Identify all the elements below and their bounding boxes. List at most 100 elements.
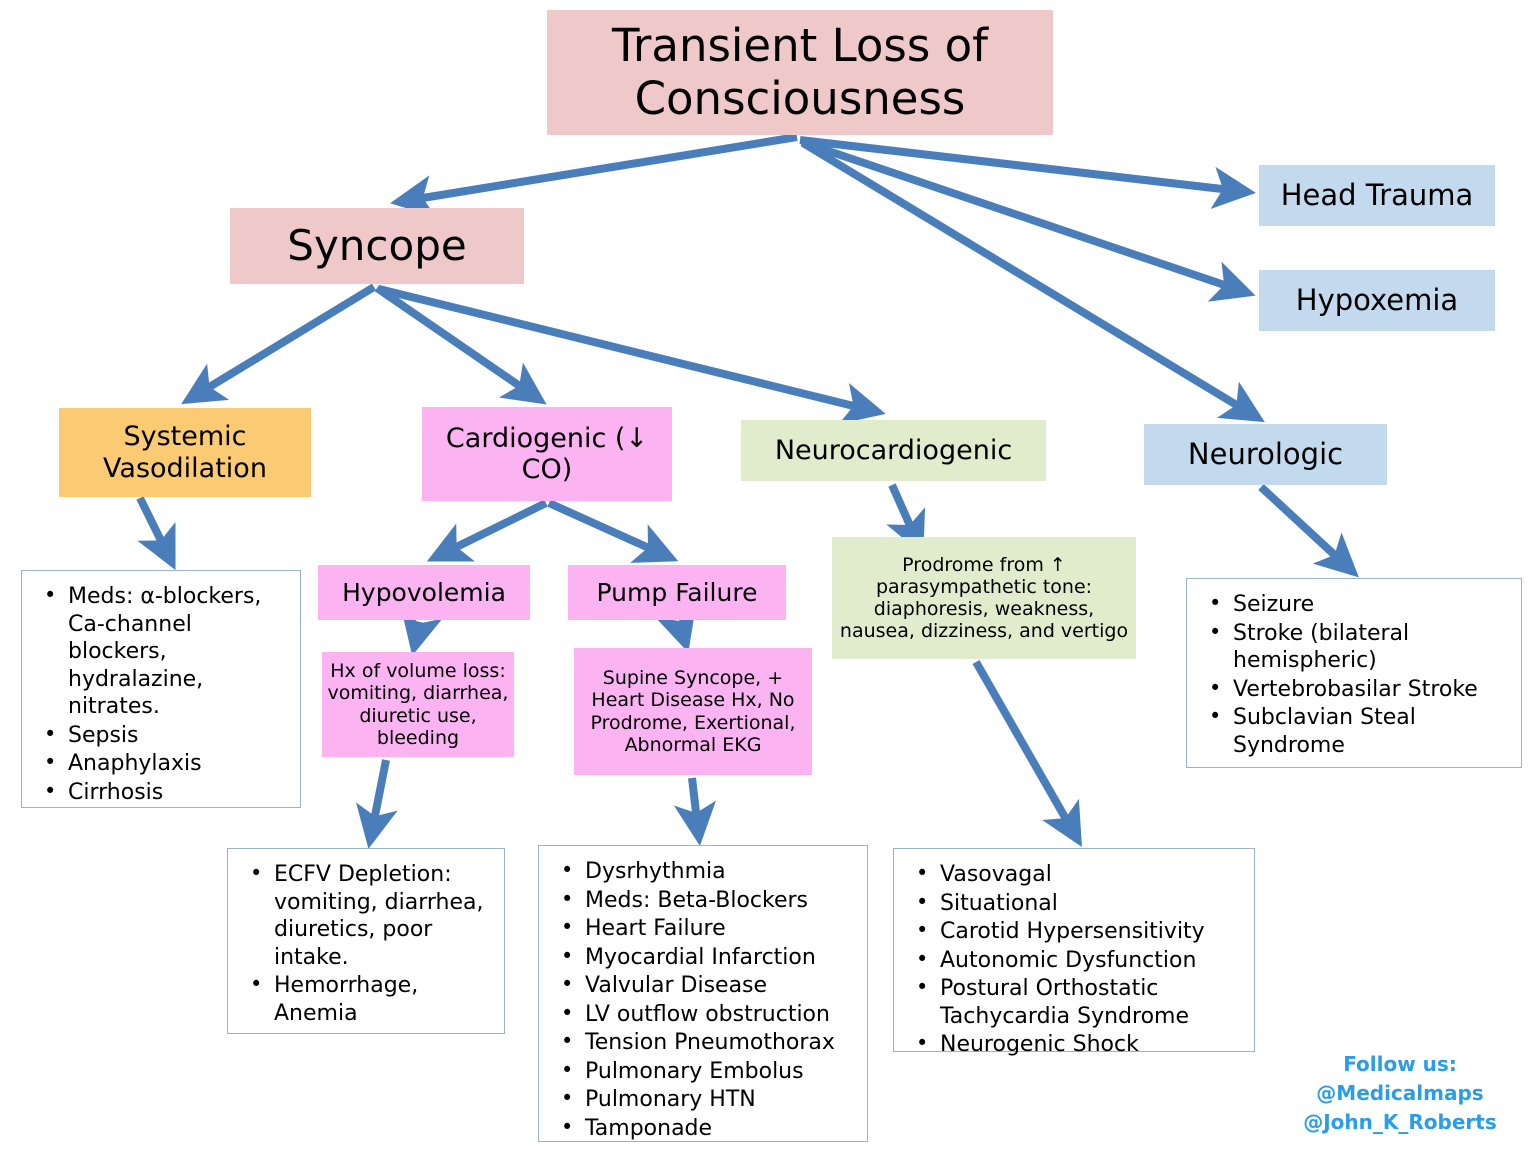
list-item-label: Heart Failure [585,916,726,941]
list: •Seizure•Stroke (bilateral hemispheric)•… [1199,591,1511,759]
list-item-label: Carotid Hypersensitivity [940,919,1205,944]
list-item: •Sepsis [34,722,290,750]
list-item: • Neurogenic Shock [906,1031,1244,1059]
node-head-trauma[interactable]: Head Trauma [1259,165,1495,226]
node-label: Neurologic [1187,436,1344,471]
list-item-label: Valvular Disease [585,973,768,998]
node-syncope[interactable]: Syncope [230,208,524,284]
list-item-label: Anaphylaxis [68,751,202,776]
list-item: • Autonomic Dysfunction [906,947,1244,975]
bullet-icon: • [1209,619,1222,644]
list-item-label: Autonomic Dysfunction [940,947,1197,973]
bullet-icon: • [916,946,929,971]
arrow-root-to-syncope [390,133,798,218]
bullet-icon: • [561,915,574,939]
bullet-icon: • [916,861,929,885]
follow-us-label: Follow us: [1343,1052,1457,1076]
bullet-icon: • [916,975,929,999]
list-item: • Postural Orthostatic Tachycardia Syndro… [906,975,1244,1030]
node-neurocardiogenic[interactable]: Neurocardiogenic [741,420,1046,481]
list-item-label: Myocardial Infarction [585,944,816,970]
list-neurologic-causes[interactable]: •Seizure•Stroke (bilateral hemispheric)•… [1186,578,1522,768]
arrow-prodrome-to-list [972,660,1082,847]
arrow-hypovolemia-to-detail [401,608,443,656]
list-item: •Stroke (bilateral hemispheric) [1199,620,1511,675]
list-item: • Subclavian Steal Syndrome [1199,704,1511,759]
bullet-icon: • [561,972,574,996]
list-item-label: LV outflow obstruction [585,1001,830,1027]
node-pump-failure[interactable]: Pump Failure [568,565,786,620]
node-label: Syncope [287,220,467,270]
arrow-syncope-to-cardiogenic [374,284,547,405]
bullet-icon: • [1209,704,1222,728]
list-item: • Myocardial Infarction [551,944,857,972]
node-prodrome-detail[interactable]: Prodrome from ↑ parasympathetic tone: di… [832,537,1136,659]
list-item-label: Situational [940,890,1058,916]
arrow-pump-detail-to-list [673,777,716,846]
bullet-icon: • [44,583,57,607]
bullet-icon: • [916,1031,929,1055]
bullet-icon: • [1209,591,1222,615]
node-label: Hypoxemia [1295,282,1459,317]
list-item: •Hemorrhage, Anemia [240,972,494,1027]
bullet-icon: • [561,1029,574,1053]
bullet-icon: • [561,1086,574,1110]
list-item-label: Cirrhosis [68,779,164,805]
handle-medicalmaps[interactable]: @Medicalmaps [1316,1081,1484,1105]
list-item: • Valvular Disease [551,972,857,1000]
list-item-label: ECFV Depletion: vomiting, diarrhea, diur… [274,862,484,970]
list-item: •Carotid Hypersensitivity [906,918,1244,946]
list-hypovolemia-causes[interactable]: • ECFV Depletion: vomiting, diarrhea, diu… [227,848,505,1034]
node-hypovolemia[interactable]: Hypovolemia [318,565,530,620]
list-item-label: Dysrhythmia [585,859,726,884]
node-hypovolemia-detail[interactable]: Hx of volume loss: vomiting, diarrhea, d… [322,652,514,757]
list: •Dysrhythmia•Meds: Beta-Blockers•Heart F… [551,858,857,1142]
node-label: Transient Loss of Consciousness [612,19,988,125]
bullet-icon: • [561,886,574,911]
arrow-cardiogenic-to-hypovolemia [426,499,548,562]
node-pump-failure-detail[interactable]: Supine Syncope, + Heart Disease Hx, No P… [574,648,812,775]
bullet-icon: • [916,889,929,914]
arrow-systemic-vasodilation-to-list [136,496,176,571]
list-item-label: Hemorrhage, Anemia [274,973,419,1026]
list-item-label: Subclavian Steal Syndrome [1233,705,1416,758]
list-item: •Meds: Beta-Blockers [551,887,857,915]
list-cardiogenic-causes[interactable]: •Dysrhythmia•Meds: Beta-Blockers•Heart F… [538,845,868,1142]
list-item: • Anaphylaxis [34,750,290,778]
list-item-label: Postural Orthostatic Tachycardia Syndrom… [940,976,1190,1029]
node-label: Prodrome from ↑ parasympathetic tone: di… [839,553,1129,643]
list-systemic-vasodilation-causes[interactable]: • Meds: α-blockers, Ca-channel blockers, … [21,570,301,808]
node-label: Supine Syncope, + Heart Disease Hx, No P… [590,667,796,756]
node-cardiogenic[interactable]: Cardiogenic (↓ CO) [422,407,672,501]
arrow-root-to-head-trauma [799,136,1256,210]
arrow-syncope-to-systemic-vasodilation [181,283,377,405]
node-neurologic[interactable]: Neurologic [1144,424,1387,485]
bullet-icon: • [561,1114,574,1139]
arrow-cardiogenic-to-pump-failure [547,499,679,563]
list-neurocardiogenic-causes[interactable]: •Vasovagal•Situational•Carotid Hypersens… [893,848,1255,1057]
bullet-icon: • [44,750,57,774]
arrow-hypovolemia-detail-to-list [356,759,398,849]
node-label: Systemic Vasodilation [103,421,267,484]
node-hypoxemia[interactable]: Hypoxemia [1259,270,1495,331]
bullet-icon: • [561,943,574,968]
list-item-label: Vasovagal [940,862,1052,887]
list-item: •Seizure [1199,591,1511,619]
list-item-label: Pulmonary HTN [585,1087,756,1112]
list-item-label: Meds: α-blockers, Ca-channel blockers, h… [68,584,262,719]
bullet-icon: • [44,778,57,803]
list-item-label: Pulmonary Embolus [585,1058,804,1084]
list-item-label: Tamponade [585,1115,713,1141]
handle-john-k-roberts[interactable]: @John_K_Roberts [1303,1110,1497,1134]
list: •Vasovagal•Situational•Carotid Hypersens… [906,861,1244,1059]
node-systemic-vasodilation[interactable]: Systemic Vasodilation [59,408,311,497]
node-label: Head Trauma [1280,177,1474,212]
node-transient-loss-of-consciousness[interactable]: Transient Loss of Consciousness [547,10,1053,135]
arrow-pump-failure-to-detail [655,605,697,653]
list-item-label: Neurogenic Shock [940,1032,1139,1057]
node-label: Pump Failure [596,578,758,607]
node-label: Cardiogenic (↓ CO) [445,422,649,485]
list: • ECFV Depletion: vomiting, diarrhea, diu… [240,861,494,1027]
bullet-icon: • [250,861,263,885]
list-item: • Meds: α-blockers, Ca-channel blockers, … [34,583,290,721]
